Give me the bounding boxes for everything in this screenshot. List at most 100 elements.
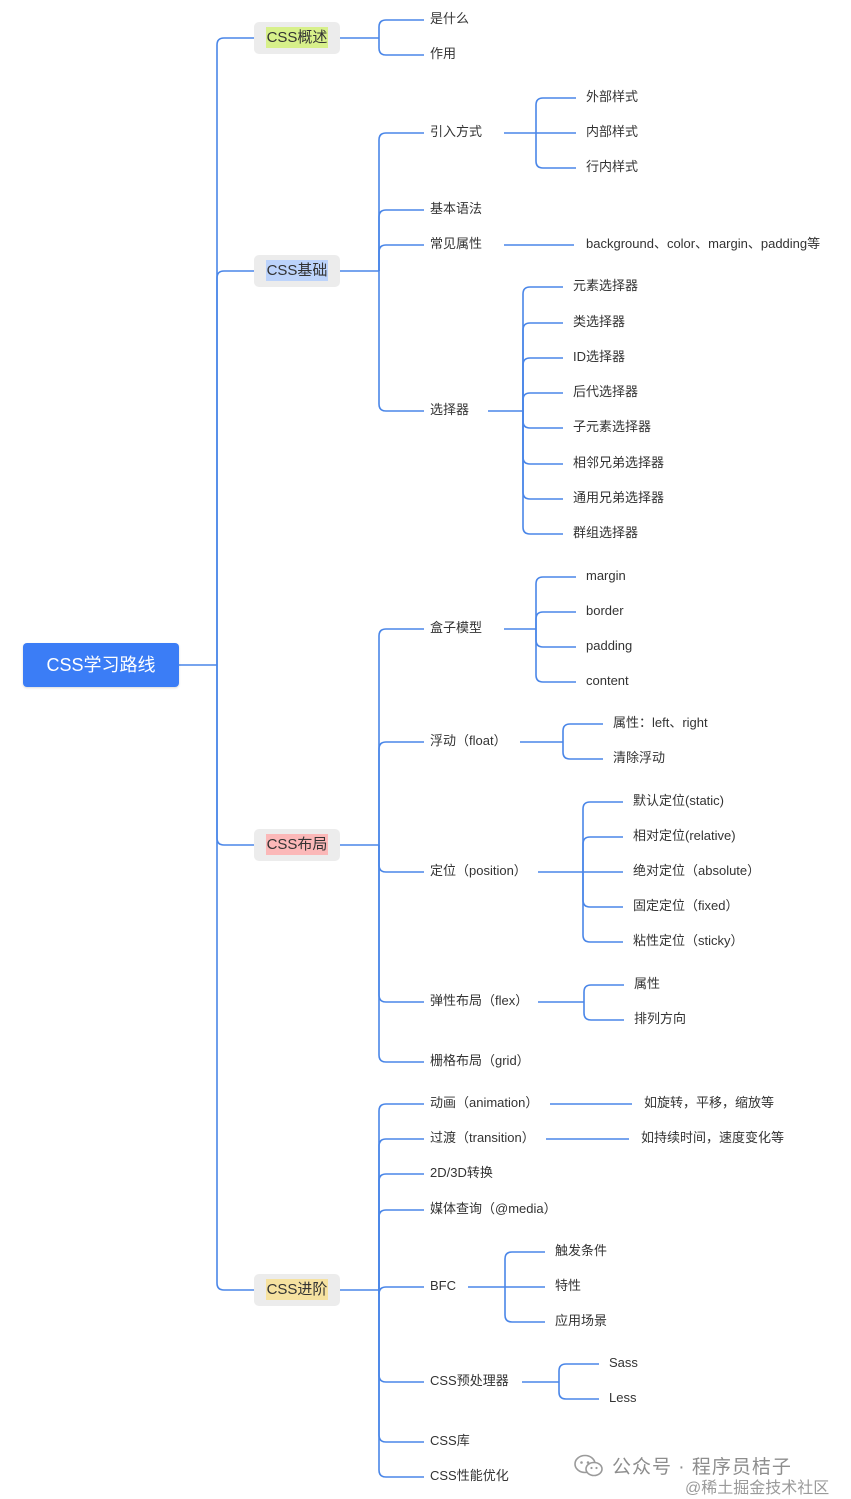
subtopic-node[interactable]: 粘性定位（sticky）	[633, 933, 744, 948]
topic-node[interactable]: 2D/3D转换	[430, 1165, 493, 1180]
subtopic-node[interactable]: 群组选择器	[573, 525, 639, 540]
subtopic-connector-branch	[535, 97, 576, 133]
subtopic-node[interactable]: 清除浮动	[613, 750, 666, 765]
subtopic-connector-branch	[535, 133, 576, 169]
subtopic-node[interactable]: 绝对定位（absolute）	[633, 863, 761, 878]
subtopic-connector-branch	[582, 801, 623, 872]
watermark-account: 公众号 · 程序员桔子	[612, 1457, 792, 1478]
subtopic-connector-branch	[582, 872, 623, 943]
subtopic-node[interactable]: 后代选择器	[573, 384, 639, 399]
subtopic-node[interactable]: 如旋转，平移，缩放等	[644, 1095, 775, 1110]
subtopic-node[interactable]: 通用兄弟选择器	[573, 490, 665, 505]
branch-connector-3-branch	[378, 845, 424, 1063]
topic-node[interactable]: 选择器	[430, 402, 470, 417]
subtopic-node[interactable]: 如持续时间，速度变化等	[641, 1130, 785, 1145]
subtopic-node[interactable]: 外部样式	[586, 89, 639, 104]
subtopic-connector-branch	[562, 723, 603, 742]
subtopic-node[interactable]: Less	[609, 1390, 637, 1405]
root-connector-branch	[216, 665, 254, 1291]
branch-connector-3-branch	[378, 741, 424, 845]
topic-node[interactable]: 媒体查询（@media）	[430, 1201, 557, 1216]
subtopic-node[interactable]: 固定定位（fixed）	[633, 898, 739, 913]
subtopic-connector-branch	[583, 1002, 624, 1021]
subtopic-connector-branch	[582, 836, 623, 872]
topic-node[interactable]: 栅格布局（grid）	[430, 1053, 530, 1068]
subtopic-node[interactable]: 应用场景	[555, 1313, 608, 1328]
branch-connector-2-branch	[378, 209, 424, 271]
watermark-community: @稀土掘金技术社区	[685, 1480, 830, 1497]
topic-node[interactable]: 定位（position）	[430, 863, 527, 878]
subtopic-connector-branch	[504, 1251, 545, 1287]
subtopic-connector-branch	[522, 357, 563, 411]
subtopic-node[interactable]: 默认定位(static)	[633, 793, 725, 808]
subtopic-node[interactable]: Sass	[609, 1355, 638, 1370]
subtopic-connector-branch	[535, 611, 576, 629]
topic-node[interactable]: 动画（animation）	[430, 1095, 539, 1110]
branch-node-4[interactable]: CSS进阶	[254, 1274, 340, 1306]
subtopic-node[interactable]: 相对定位(relative)	[633, 828, 736, 843]
subtopic-connector-branch	[535, 629, 576, 683]
topic-node[interactable]: 盒子模型	[430, 620, 483, 635]
branch-connector-2-branch	[378, 244, 424, 271]
branch-connector-2-branch	[378, 271, 424, 412]
subtopic-node[interactable]: 类选择器	[573, 314, 626, 329]
subtopic-node[interactable]: background、color、margin、padding等	[586, 236, 821, 251]
topic-node[interactable]: 弹性布局（flex）	[430, 993, 529, 1008]
topic-node[interactable]: CSS库	[430, 1433, 470, 1448]
branch-connector-2-branch	[378, 132, 424, 271]
subtopic-node[interactable]: border	[586, 603, 624, 618]
subtopic-node[interactable]: margin	[586, 568, 626, 583]
subtopic-node[interactable]: 行内样式	[586, 159, 639, 174]
topic-node[interactable]: 浮动（float）	[430, 733, 507, 748]
topic-node[interactable]: 基本语法	[430, 201, 483, 216]
topic-node[interactable]: 引入方式	[430, 124, 483, 139]
root-node[interactable]: CSS学习路线	[23, 643, 179, 687]
branch-label: CSS布局	[265, 834, 329, 855]
topic-node[interactable]: CSS性能优化	[430, 1468, 509, 1483]
topic-node[interactable]: BFC	[430, 1278, 456, 1293]
subtopic-node[interactable]: 子元素选择器	[573, 419, 652, 434]
subtopic-connector-branch	[522, 322, 563, 411]
subtopic-node[interactable]: padding	[586, 638, 633, 653]
subtopic-node[interactable]: 内部样式	[586, 124, 639, 139]
branch-connector-3-branch	[378, 628, 424, 845]
branch-connector-1-branch	[378, 38, 424, 56]
subtopic-node[interactable]: 属性：left、right	[613, 715, 708, 730]
topic-node[interactable]: 常见属性	[430, 236, 483, 251]
subtopic-node[interactable]: 排列方向	[634, 1011, 687, 1026]
branch-node-2[interactable]: CSS基础	[254, 255, 340, 287]
branch-connector-4-branch	[378, 1173, 424, 1290]
subtopic-node[interactable]: content	[586, 673, 629, 688]
branch-connector-4-branch	[378, 1290, 424, 1478]
branch-connector-1-branch	[378, 19, 424, 38]
subtopic-connector-branch	[562, 742, 603, 760]
subtopic-node[interactable]: 相邻兄弟选择器	[573, 455, 665, 470]
subtopic-connector-branch	[583, 984, 624, 1002]
subtopic-connector-branch	[522, 286, 563, 411]
subtopic-connector-branch	[522, 411, 563, 535]
topic-node[interactable]: CSS预处理器	[430, 1373, 509, 1388]
subtopic-node[interactable]: 元素选择器	[573, 278, 639, 293]
subtopic-connector-branch	[504, 1287, 545, 1323]
topic-node[interactable]: 是什么	[430, 11, 470, 26]
subtopic-node[interactable]: 触发条件	[555, 1243, 608, 1258]
branch-node-3[interactable]: CSS布局	[254, 829, 340, 861]
wechat-icon	[574, 1454, 603, 1477]
subtopic-connector-branch	[535, 576, 576, 629]
topic-node[interactable]: 作用	[430, 46, 457, 61]
branch-connector-4-branch	[378, 1209, 424, 1290]
root-connector-branch	[216, 270, 254, 665]
root-connector-branch	[216, 37, 254, 665]
subtopic-node[interactable]: ID选择器	[573, 349, 626, 364]
subtopic-node[interactable]: 属性	[634, 976, 661, 991]
subtopic-connector-branch	[558, 1363, 599, 1382]
subtopic-node[interactable]: 特性	[555, 1278, 582, 1293]
branch-node-1[interactable]: CSS概述	[254, 22, 340, 54]
branch-connector-4-branch	[378, 1138, 424, 1290]
branch-connector-4-branch	[378, 1103, 424, 1290]
branch-label: CSS概述	[265, 27, 329, 48]
topic-node[interactable]: 过渡（transition）	[430, 1130, 535, 1145]
